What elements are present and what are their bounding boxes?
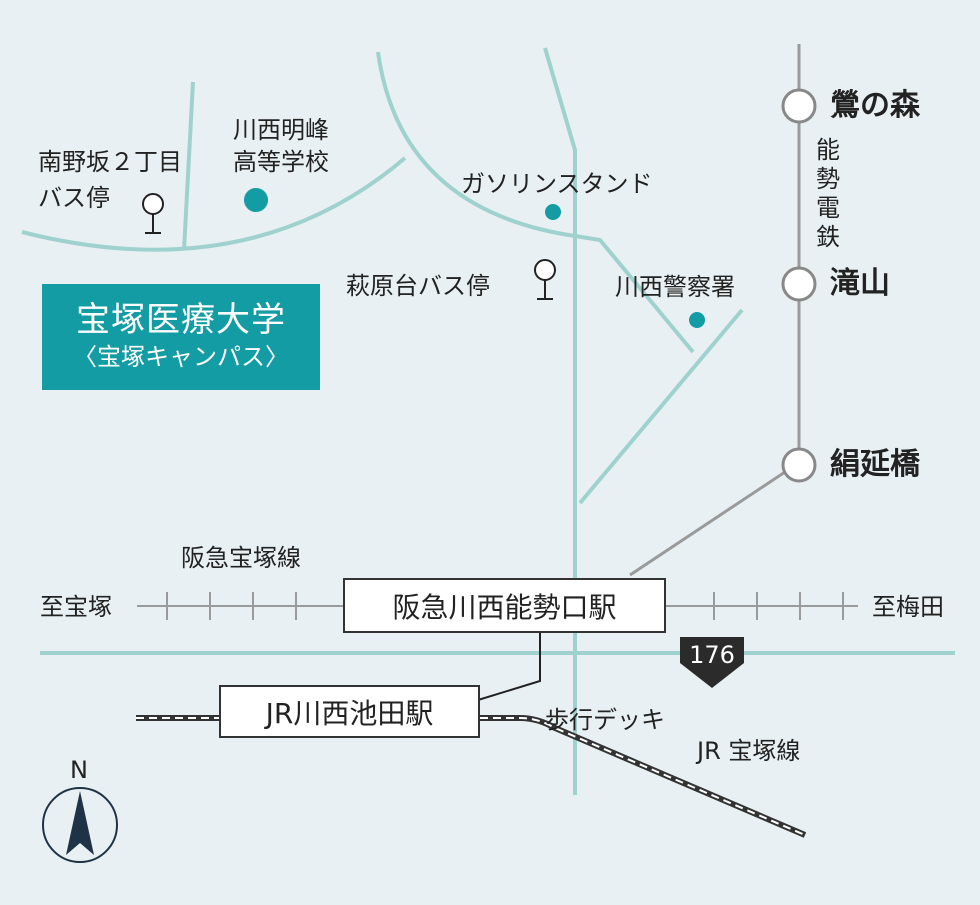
school-label-1: 川西明峰 [233,116,329,144]
campus-subtitle: 〈宝塚キャンパス〉 [73,342,289,371]
compass-arrow-icon [42,787,118,863]
station-marker-uguisunomori [781,88,817,124]
hagiwaradai-bus-stop-label: 萩原台バス停 [346,272,490,300]
school-dot [244,188,268,212]
route-number: 176 [689,641,735,669]
police-dot [689,312,705,328]
road-curve-west [21,156,407,252]
jr-station-box: JR川西池田駅 [219,685,480,738]
station-marker-takiyama [781,266,817,302]
gas-station-dot [545,204,561,220]
station-marker-kinunobebashi [781,447,817,483]
to-takarazuka-label: 至宝塚 [40,593,112,621]
station-label-uguisunomori: 鶯の森 [830,88,920,123]
gas-station-label: ガソリンスタンド [461,170,653,198]
campus-label-box: 宝塚医療大学 〈宝塚キャンパス〉 [42,284,320,390]
jr-track [136,715,807,838]
road-north-south [543,47,577,795]
school-label-2: 高等学校 [233,148,329,176]
station-connector [477,633,541,701]
minaminozaka-bus-stop-label-2: バス停 [38,184,110,212]
police-station-label: 川西警察署 [615,273,735,301]
north-compass: N [40,755,120,865]
road-vertical-west [182,81,195,251]
campus-name: 宝塚医療大学 [76,299,286,340]
bus-stop-icon [534,259,556,300]
hankyu-track [137,592,858,620]
noseline-name-vertical: 能 勢 電 鉄 [816,136,840,251]
station-label-takiyama: 滝山 [830,266,890,301]
jr-line-label: JR 宝塚線 [697,737,801,765]
hankyu-station-box: 阪急川西能勢口駅 [343,578,666,633]
bus-stop-icon [142,193,164,234]
road-diagonal [578,308,744,505]
pedestrian-deck-label: 歩行デッキ [545,706,665,734]
to-umeda-label: 至梅田 [872,593,944,621]
station-label-kinunobebashi: 絹延橋 [830,447,920,482]
route-176-shield: 176 [678,635,746,689]
minaminozaka-bus-stop-label-1: 南野坂２丁目 [38,148,182,176]
road-arc-north [376,51,695,354]
compass-north-label: N [70,756,88,784]
hankyu-line-label: 阪急宝塚線 [181,544,301,572]
